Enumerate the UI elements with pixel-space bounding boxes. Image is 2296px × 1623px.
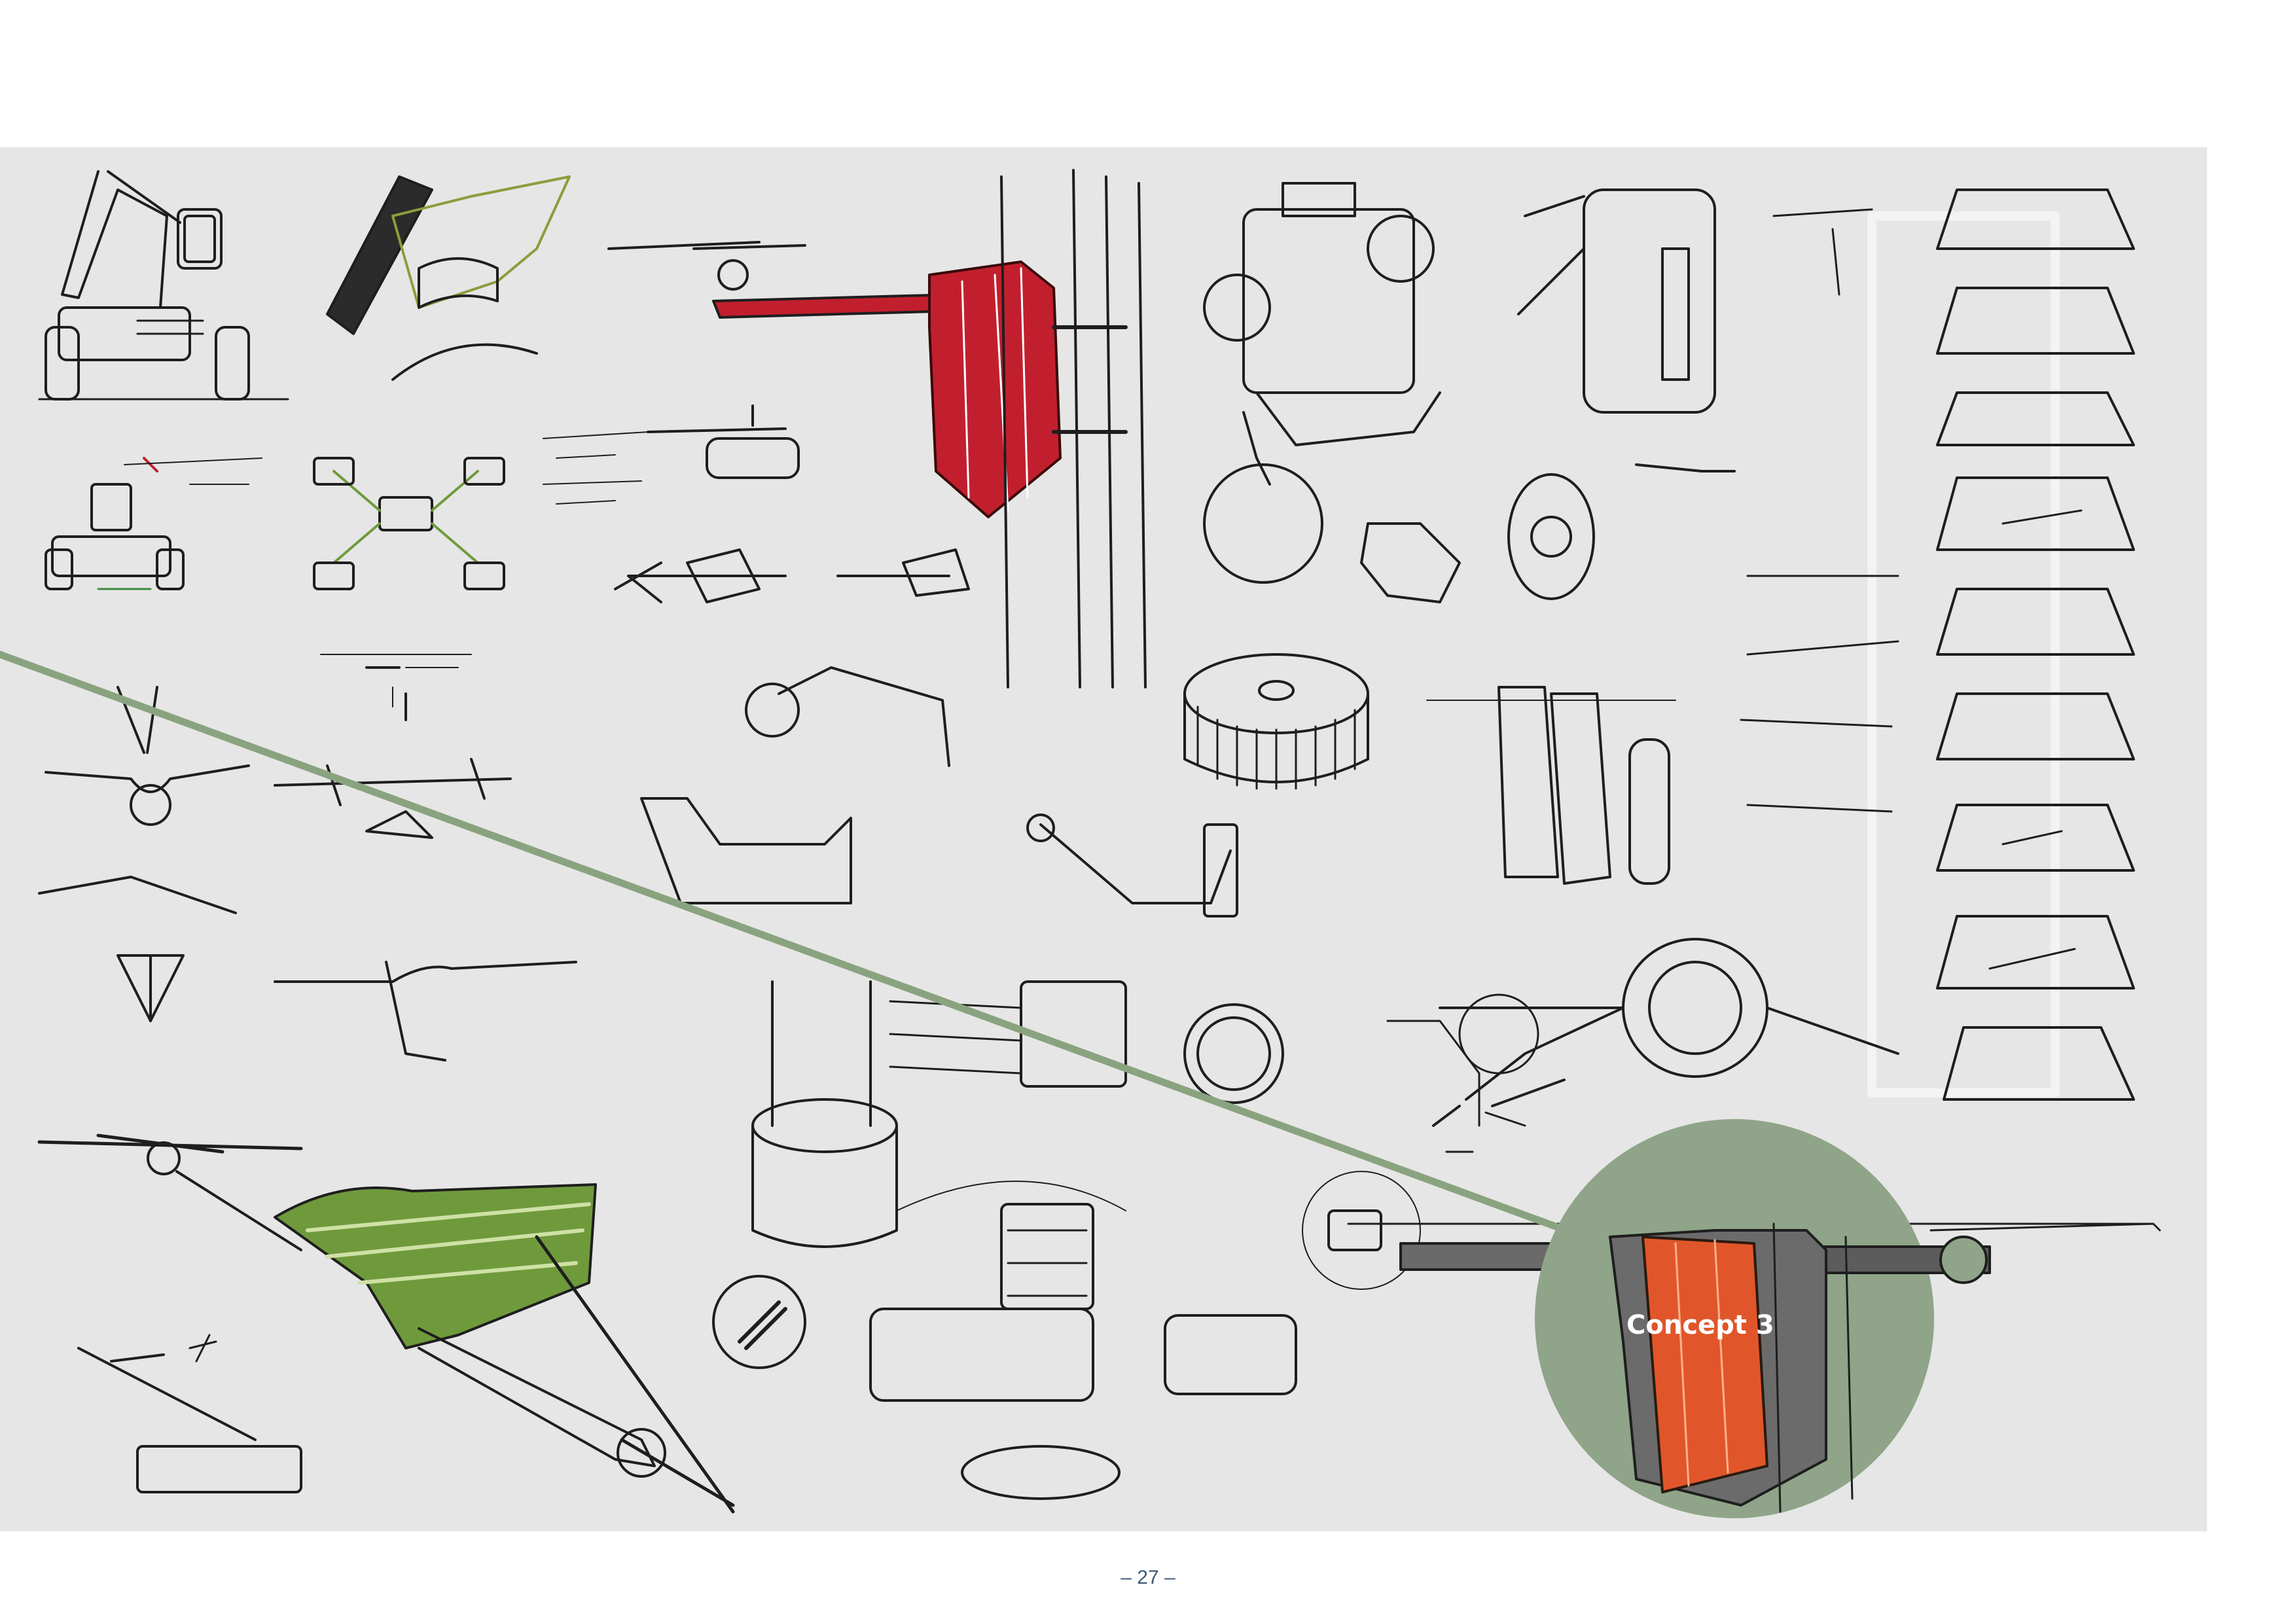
green-drone-concept-sketch	[37, 1133, 735, 1514]
concept-3-drone-sketch	[1609, 1222, 2161, 1513]
sketch-canvas	[0, 169, 2161, 1518]
clip-ring-sketches	[1203, 463, 1595, 603]
annotation-scribbles	[124, 431, 649, 707]
cylinder-housing-sketches	[712, 980, 1297, 1500]
mount-assembly-sketch	[1203, 182, 1441, 486]
clamp-bracket-sketch	[1426, 686, 1676, 885]
housing-iteration-column	[1740, 188, 2135, 1101]
sketch-board: Concept 3	[0, 147, 2207, 1531]
gimbal-arm-sketches	[640, 666, 1238, 918]
battery-pack-sketch	[1517, 188, 1736, 473]
small-rover-sketch	[45, 457, 185, 590]
red-drone-concept-sketch	[607, 169, 1147, 688]
tripod-ring-drone-sketch	[1432, 938, 1899, 1127]
gear-wheel-sketch	[1183, 653, 1369, 790]
diagonal-accent-line	[0, 651, 1588, 1241]
page-number: – 27 –	[1121, 1567, 1175, 1588]
quadcopter-top-view-sketch	[313, 457, 505, 590]
robotic-arm-sketch	[38, 170, 289, 401]
drone-cockpit-sketch	[326, 175, 571, 381]
force-diagram-sketches	[38, 666, 577, 1061]
handheld-device-sketches	[614, 404, 970, 603]
concept-3-label: Concept 3	[1626, 1310, 1774, 1340]
